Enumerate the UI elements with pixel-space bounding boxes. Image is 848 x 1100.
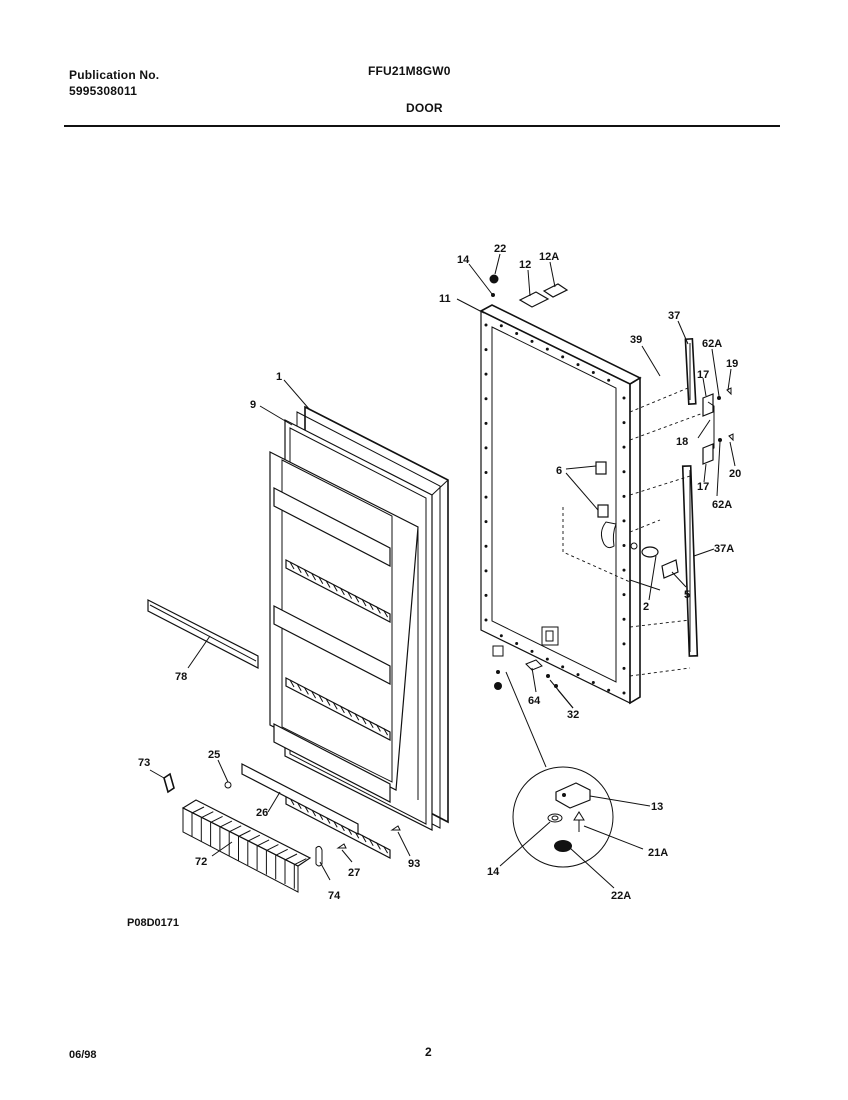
callout-32: 32 <box>567 709 579 721</box>
wire-basket <box>163 772 401 893</box>
callout-9: 9 <box>250 399 256 411</box>
latch-hardware <box>562 461 679 591</box>
callout-17-bottom: 17 <box>697 481 709 493</box>
callout-13: 13 <box>651 801 663 813</box>
callout-39: 39 <box>630 334 642 346</box>
callout-62A-top: 62A <box>702 338 722 350</box>
callout-37A: 37A <box>714 543 734 555</box>
section-title: DOOR <box>406 101 443 115</box>
callout-27: 27 <box>348 867 360 879</box>
model-number: FFU21M8GW0 <box>368 64 451 78</box>
callout-26: 26 <box>256 807 268 819</box>
callout-73: 73 <box>138 757 150 769</box>
inner-door-liner <box>269 405 449 859</box>
callout-22: 22 <box>494 243 506 255</box>
callout-labels: 1 9 78 73 25 26 72 74 27 93 22 14 12 12A… <box>138 243 741 902</box>
callout-62A-bottom: 62A <box>712 499 732 511</box>
callout-12A: 12A <box>539 251 559 263</box>
callout-20: 20 <box>729 468 741 480</box>
hinge-detail-circle <box>512 766 614 868</box>
leader-lines <box>149 253 736 889</box>
callout-72: 72 <box>195 856 207 868</box>
publication-number: 5995308011 <box>69 84 138 98</box>
callout-17-top: 17 <box>697 369 709 381</box>
figure-code: P08D0171 <box>127 917 179 929</box>
callout-22A: 22A <box>611 890 631 902</box>
callout-14-detail: 14 <box>487 866 500 878</box>
callout-64: 64 <box>528 695 541 707</box>
callout-37: 37 <box>668 310 680 322</box>
publication-label: Publication No. <box>69 68 160 82</box>
bottom-hinge-parts <box>492 645 558 768</box>
callout-74: 74 <box>328 890 341 902</box>
callout-12: 12 <box>519 259 531 271</box>
callout-5: 5 <box>684 589 690 601</box>
callout-14-top: 14 <box>457 254 470 266</box>
callout-11: 11 <box>439 293 451 305</box>
callout-6: 6 <box>556 465 562 477</box>
callout-2: 2 <box>643 601 649 613</box>
header-rule <box>64 125 780 127</box>
callout-1: 1 <box>276 371 282 383</box>
callout-25: 25 <box>208 749 220 761</box>
bottom-bar <box>224 763 359 835</box>
handle-assembly <box>629 337 734 677</box>
page-number: 2 <box>425 1045 432 1059</box>
callout-93: 93 <box>408 858 420 870</box>
callout-18: 18 <box>676 436 688 448</box>
footer-date: 06/98 <box>69 1049 97 1061</box>
outer-door-panel <box>479 304 642 705</box>
callout-78: 78 <box>175 671 187 683</box>
top-hinge-parts <box>489 274 569 308</box>
callout-19: 19 <box>726 358 738 370</box>
callout-21A: 21A <box>648 847 668 859</box>
trim-strip <box>147 599 259 669</box>
